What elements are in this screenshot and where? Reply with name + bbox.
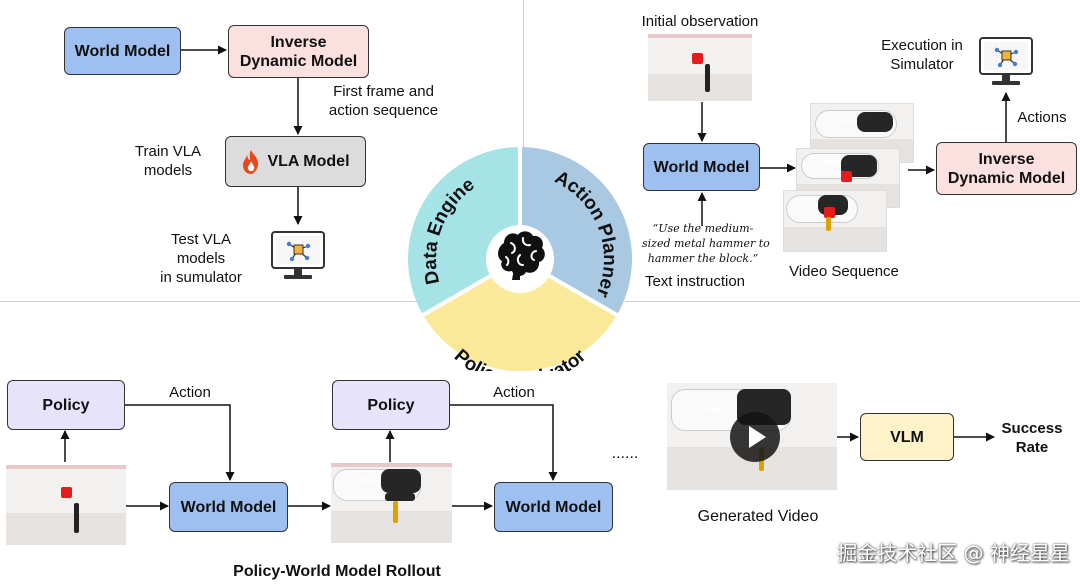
policy-box-2: Policy (332, 380, 450, 430)
inverse-dynamic-model-box: Inverse Dynamic Model (228, 25, 369, 78)
play-icon (749, 426, 766, 448)
actions-label: Actions (1017, 109, 1067, 126)
vla-model-label: VLA Model (267, 153, 350, 170)
idm-label-line1: Inverse (270, 33, 327, 51)
test-vla-label: Test VLA models in sumulator (160, 231, 242, 286)
video-sequence-label: Video Sequence (789, 263, 899, 280)
idm-label-line2: Dynamic Model (239, 52, 358, 70)
inverse-dynamic-model-box-planner: Inverse Dynamic Model (936, 142, 1077, 195)
ellipsis: ...... (611, 445, 639, 462)
generated-video-frame: AGILE (667, 383, 837, 490)
initial-observation-image (648, 34, 752, 101)
success-rate-label: Success Rate (1001, 420, 1063, 456)
action-label-2: Action (493, 384, 535, 401)
brain-icon (498, 231, 545, 280)
action-label-1: Action (169, 384, 211, 401)
rollout-observation-2: AGILE (331, 463, 452, 543)
horizontal-divider-right (625, 301, 1080, 302)
policy-box-1: Policy (7, 380, 125, 430)
train-vla-label: Train VLA models (134, 143, 202, 179)
generated-video-label: Generated Video (697, 508, 819, 525)
first-frame-label: First frame and action sequence (328, 83, 439, 119)
watermark: 掘金技术社区 @ 神经星星 (837, 541, 1070, 565)
world-model-label: World Model (74, 42, 171, 60)
rollout-title: Policy-World Model Rollout (233, 563, 441, 580)
vlm-box: VLM (860, 413, 954, 461)
play-button[interactable] (730, 412, 780, 462)
text-instruction-label: Text instruction (644, 273, 746, 290)
fire-icon (243, 149, 259, 174)
world-model-box-planner: World Model (643, 143, 760, 191)
vla-model-box: VLA Model (225, 136, 366, 187)
execution-simulator-label: Execution in Simulator (881, 37, 963, 73)
monitor-simulator-icon-planner (979, 37, 1033, 85)
rollout-observation-1 (6, 465, 126, 545)
horizontal-divider-left (0, 301, 420, 302)
world-model-box-rollout-2: World Model (494, 482, 613, 532)
wheel-segment-policy-evaluator (423, 259, 617, 371)
instruction-quote: “Use the medium- sized metal hammer to h… (642, 222, 770, 265)
world-model-box: World Model (64, 27, 181, 75)
video-frame-3 (783, 190, 887, 252)
world-model-box-rollout-1: World Model (169, 482, 288, 532)
monitor-simulator-icon (271, 231, 325, 279)
capability-wheel: Data Engine Action Planner Policy Evalua… (408, 147, 632, 371)
initial-observation-label: Initial observation (641, 13, 759, 30)
